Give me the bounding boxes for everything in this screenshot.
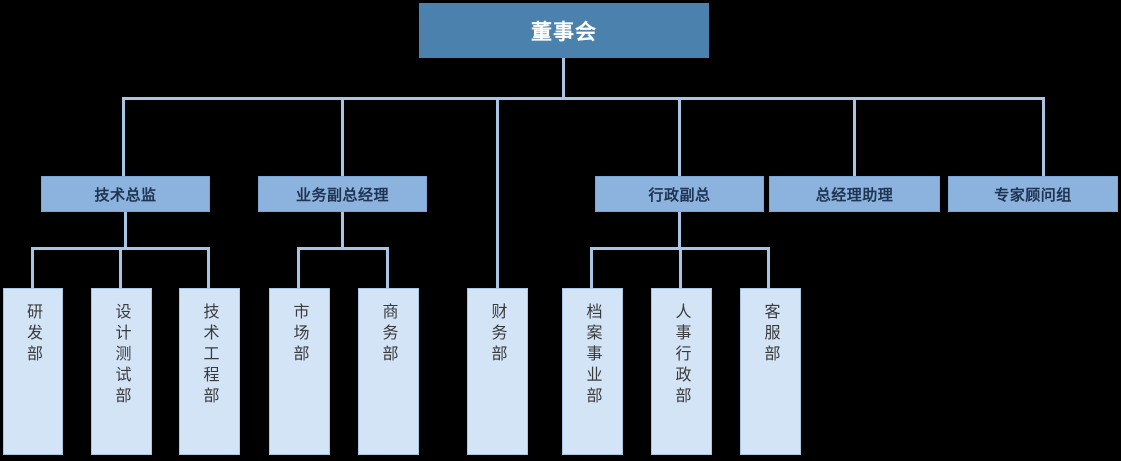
- connector-root-drop: [853, 97, 856, 177]
- node-label: 行政副总: [648, 185, 711, 204]
- node-design-test[interactable]: 设计测试部: [91, 288, 152, 455]
- node-tech-director[interactable]: 技术总监: [41, 176, 210, 212]
- connector-business-vp-drop: [297, 247, 300, 289]
- node-label: 人事行政部: [672, 303, 692, 408]
- connector-admin-vp-stem: [678, 211, 681, 250]
- node-tech-eng[interactable]: 技术工程部: [179, 288, 240, 455]
- connector-tech-director-drop: [207, 247, 210, 289]
- node-expert-advisory[interactable]: 专家顾问组: [948, 176, 1118, 212]
- node-hr-admin-dept[interactable]: 人事行政部: [651, 288, 712, 455]
- node-label: 市场部: [290, 303, 310, 366]
- node-label: 客服部: [761, 303, 781, 366]
- connector-tech-director-drop: [119, 247, 122, 289]
- connector-root-bus: [122, 97, 1045, 100]
- connector-admin-vp-drop: [590, 247, 593, 289]
- node-label: 财务部: [488, 303, 508, 366]
- connector-tech-director-stem: [124, 211, 127, 250]
- node-market-dept[interactable]: 市场部: [269, 288, 330, 455]
- connector-root-drop: [122, 97, 125, 177]
- node-label: 档案事业部: [583, 303, 603, 408]
- node-business-vp[interactable]: 业务副总经理: [258, 176, 427, 212]
- node-label: 研发部: [24, 303, 43, 366]
- node-label: 业务副总经理: [295, 185, 389, 204]
- node-business-dept[interactable]: 商务部: [358, 288, 419, 455]
- connector-business-vp-stem: [341, 211, 344, 250]
- node-finance-dept[interactable]: 财务部: [467, 288, 528, 455]
- connector-admin-vp-drop: [679, 247, 682, 289]
- connector-admin-vp-drop: [767, 247, 770, 289]
- connector-tech-director-drop: [31, 247, 34, 289]
- node-label: 技术工程部: [200, 303, 220, 408]
- connector-root-drop: [678, 97, 681, 177]
- node-archive-dept[interactable]: 档案事业部: [562, 288, 623, 455]
- node-label: 董事会: [531, 19, 597, 44]
- connector-root-drop: [1042, 97, 1045, 177]
- node-service-dept[interactable]: 客服部: [740, 288, 801, 455]
- node-label: 总经理助理: [815, 185, 894, 204]
- node-label: 商务部: [379, 303, 399, 366]
- connector-root-stem: [562, 58, 565, 100]
- connector-finance-direct-drop: [496, 97, 499, 289]
- connector-business-vp-bus: [297, 247, 389, 250]
- node-label: 专家顾问组: [994, 185, 1072, 204]
- node-label: 技术总监: [94, 185, 157, 204]
- connector-business-vp-drop: [386, 247, 389, 289]
- node-gm-assistant[interactable]: 总经理助理: [769, 176, 940, 212]
- connector-root-drop: [341, 97, 344, 177]
- node-board-of-directors[interactable]: 董事会: [419, 3, 709, 58]
- node-admin-vp[interactable]: 行政副总: [595, 176, 764, 212]
- node-label: 设计测试部: [112, 303, 132, 408]
- node-rd-dept[interactable]: 研发部: [3, 288, 63, 455]
